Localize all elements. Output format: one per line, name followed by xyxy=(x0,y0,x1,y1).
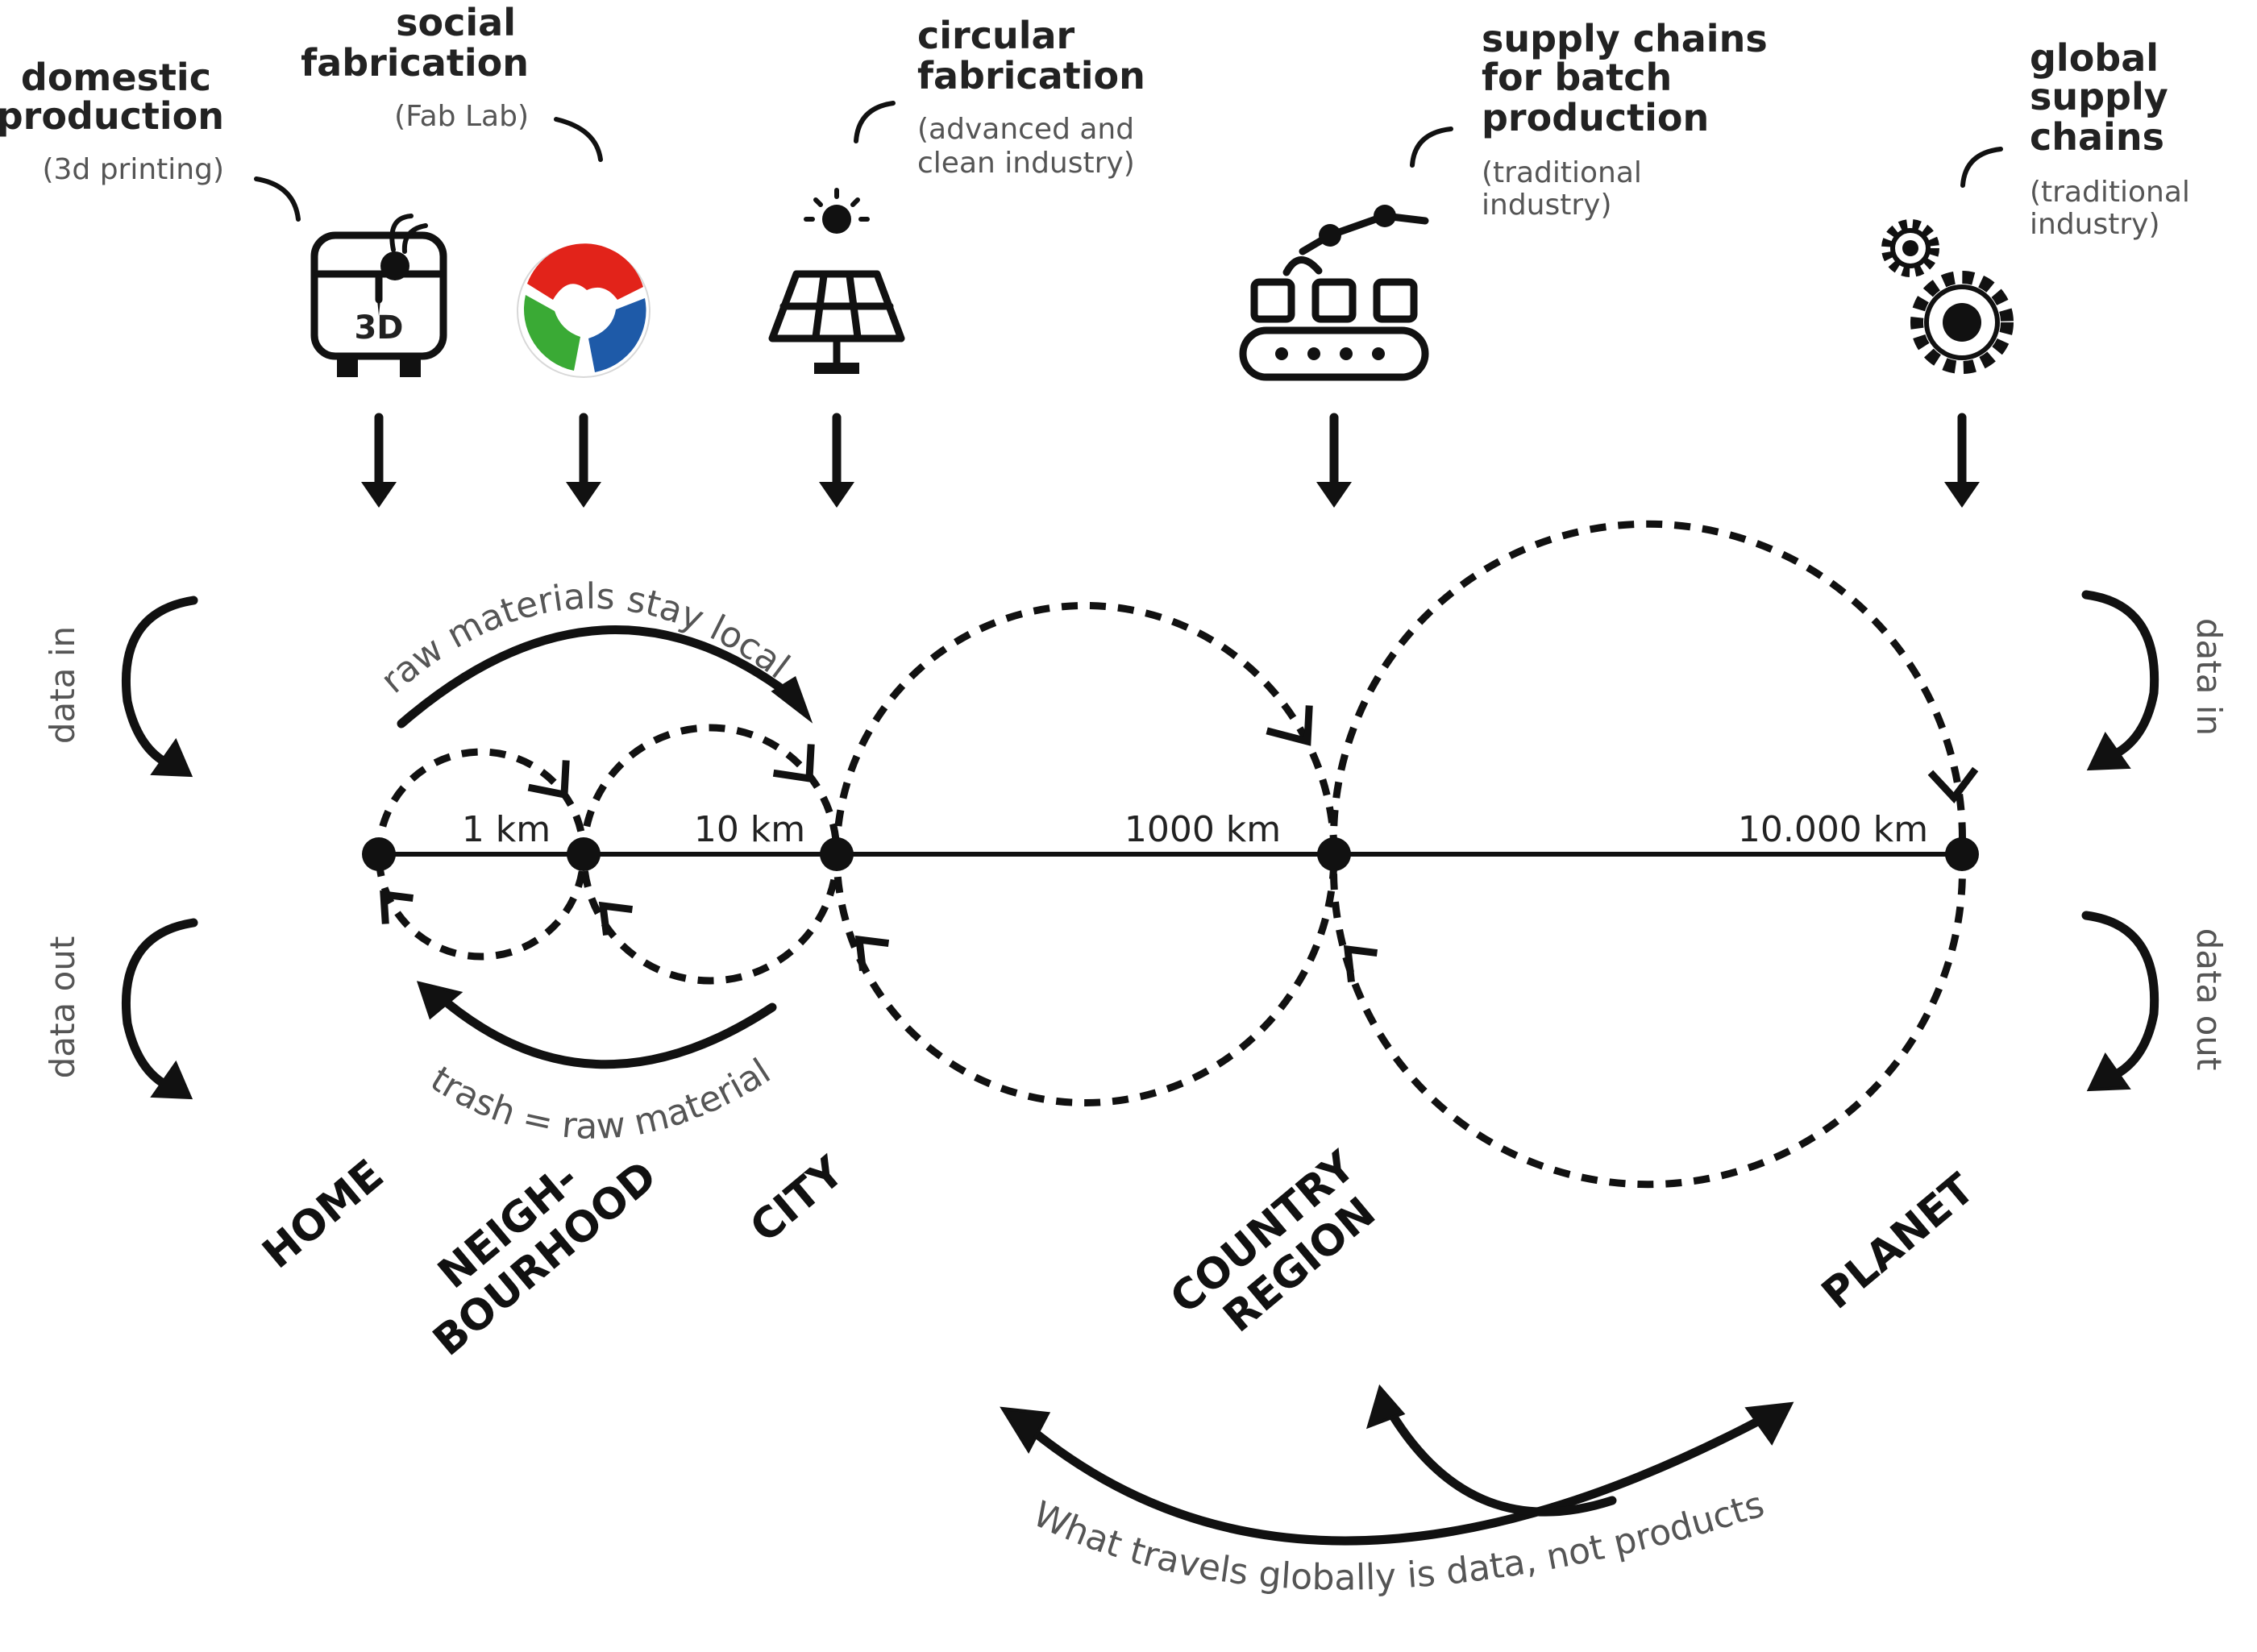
producer-subtitle: (traditional industry) xyxy=(1482,156,1651,222)
node-city xyxy=(820,837,854,871)
producer-social-fabrication: social fabrication (Fab Lab) xyxy=(301,1,603,162)
global-data-flow: What travels globally is data, not produ… xyxy=(1000,1384,1794,1599)
data-right: data in data out xyxy=(2081,590,2229,1092)
data-in-label: data in xyxy=(43,626,82,744)
producer-title: supply chains for batch production xyxy=(1482,17,1781,139)
3d-printer-icon: 3D xyxy=(310,214,447,377)
gears-icon xyxy=(1881,219,2014,374)
raw-materials-flow: raw materials stay local xyxy=(373,576,813,728)
node-planet xyxy=(1945,837,1979,871)
printer-label: 3D xyxy=(354,309,403,347)
fab-lab-logo-icon xyxy=(517,243,650,378)
leader-hook xyxy=(1960,147,2003,188)
producer-subtitle: (advanced and clean industry) xyxy=(917,113,1144,180)
node-country-region xyxy=(1317,837,1351,871)
data-left: data in data out xyxy=(43,596,198,1100)
data-in-label: data in xyxy=(2189,618,2229,736)
node-home xyxy=(362,837,396,871)
solar-panel-icon xyxy=(768,188,905,374)
data-out-label: data out xyxy=(43,936,82,1079)
raw-materials-label: raw materials stay local xyxy=(373,576,797,702)
down-arrow-icons xyxy=(361,413,1980,508)
producer-title: circular fabrication xyxy=(917,14,1145,98)
scale-label-neighbourhood: NEIGH- BOURHOOD xyxy=(393,1114,667,1365)
distance-label: 1000 km xyxy=(1124,809,1281,850)
leader-hook xyxy=(1410,127,1453,168)
robot-arm-conveyor-icon xyxy=(1239,205,1429,381)
leader-hook xyxy=(554,117,603,162)
producer-subtitle: (Fab Lab) xyxy=(394,100,529,133)
leader-hook xyxy=(854,101,896,143)
data-out-label: data out xyxy=(2189,928,2229,1071)
producer-title: global supply chains xyxy=(2030,36,2181,159)
producer-batch-production: supply chains for batch production (trad… xyxy=(1410,17,1781,222)
producer-subtitle: (3d printing) xyxy=(42,153,224,186)
producer-title: domestic production xyxy=(0,56,224,138)
distance-axis: 1 km 10 km 1000 km 10.000 km xyxy=(362,809,1979,871)
producer-subtitle: (traditional industry) xyxy=(2030,176,2199,241)
producer-title: social fabrication xyxy=(301,1,529,85)
distance-label: 10.000 km xyxy=(1738,809,1928,850)
producer-global-supply-chains: global supply chains (traditional indust… xyxy=(1960,36,2199,241)
scale-label-planet: PLANET xyxy=(1813,1164,1984,1319)
producer-circular-fabrication: circular fabrication (advanced and clean… xyxy=(854,14,1145,180)
node-neighbourhood xyxy=(567,837,601,871)
scale-label-city: CITY xyxy=(742,1147,854,1252)
trash-flow: trash = raw material xyxy=(416,981,778,1148)
distance-label: 10 km xyxy=(694,809,805,850)
circle-chevron-icons xyxy=(380,705,1979,982)
leader-hook xyxy=(254,176,301,222)
scale-label-country-region: COUNTRY REGION xyxy=(1162,1133,1407,1361)
scale-label-home: HOME xyxy=(254,1151,393,1278)
producer-domestic-production: domestic production (3d printing) xyxy=(0,56,301,222)
distance-label: 1 km xyxy=(462,809,551,850)
